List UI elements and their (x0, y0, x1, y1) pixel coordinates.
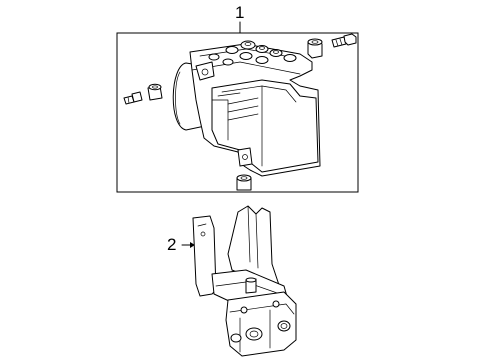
callout-1: 1 (235, 3, 245, 22)
mounting-hole (230, 333, 242, 343)
bolt-left (123, 91, 143, 105)
bolt-top-right (331, 33, 357, 48)
mounting-ear (195, 61, 215, 81)
bracket-right-plate (227, 205, 285, 305)
mounting-hole (277, 320, 291, 332)
port-bosses (208, 40, 297, 66)
leader-line-2 (181, 242, 195, 248)
lower-stud-boss (237, 147, 253, 167)
grommet-top-right (307, 38, 323, 59)
grommet-left (147, 83, 163, 101)
mounting-bracket (192, 205, 297, 357)
callout-2: 2 (167, 235, 177, 254)
mounting-hole (245, 327, 263, 341)
grommet-bottom (236, 174, 252, 191)
assembly-frame (116, 32, 359, 193)
control-module (211, 79, 319, 173)
abs-modulator-assembly (172, 40, 321, 177)
